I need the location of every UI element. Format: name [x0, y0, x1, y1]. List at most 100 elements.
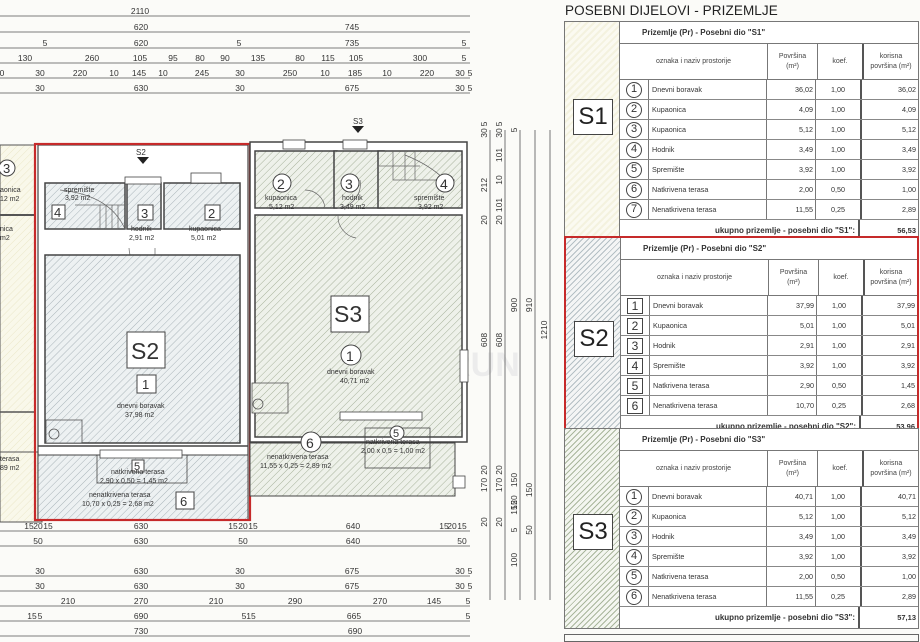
- room-usable-area: 2,89: [902, 205, 916, 214]
- dimension-label: 5: [38, 611, 43, 621]
- room-name: Natkrivena terasa: [649, 180, 767, 199]
- dimension-label: 5: [466, 611, 471, 621]
- room-area: 2,90: [768, 376, 817, 395]
- room-name: Hodnik: [650, 336, 768, 355]
- dimension-label: 630: [134, 581, 148, 591]
- room-name: Kupaonica: [649, 507, 767, 526]
- dimension-label: 220: [420, 68, 434, 78]
- dimension-label: 50: [238, 536, 248, 546]
- dimension-label: 745: [345, 22, 359, 32]
- room-label: kupaonica: [265, 195, 297, 202]
- dimension-label: 5: [466, 596, 471, 606]
- dimension-label: 135: [251, 53, 265, 63]
- room-area: 4,09: [767, 100, 816, 119]
- room-usable-area: 3,92: [901, 361, 915, 370]
- dimension-label: 30: [455, 68, 465, 78]
- dimension-label: 5: [43, 38, 48, 48]
- room-area: 3,92: [768, 356, 817, 375]
- area-tables-panel: POSEBNI DIJELOVI - PRIZEMLJE S1 Prizemlj…: [561, 0, 920, 642]
- col-header-koef: koef.: [819, 260, 865, 295]
- room-number-badge: 6: [627, 397, 643, 414]
- dimension-label: 185: [348, 68, 362, 78]
- room-coefficient: 1,00: [817, 316, 863, 335]
- dimension-label: 30: [35, 68, 45, 78]
- table-row: 5 Natkrivena terasa 2,90 0,50 1,45: [621, 376, 917, 396]
- room-number-badge: 3: [626, 121, 642, 138]
- room-coefficient: 1,00: [817, 296, 863, 315]
- entry-marker-label: S3: [353, 117, 363, 126]
- dimension-label: 30: [455, 566, 465, 576]
- table-row: 5 Natkrivena terasa 2,00 0,50 1,00: [620, 567, 918, 587]
- room-number: 1: [142, 377, 149, 392]
- table-header: oznaka i naziv prostorije Površina(m²) k…: [621, 260, 917, 296]
- dimension-label: 15: [27, 611, 37, 621]
- room-usable-area: 5,12: [902, 125, 916, 134]
- dimension-label: 5: [509, 527, 519, 532]
- dimension-label: 2110: [131, 6, 150, 16]
- room-area: 11,55: [767, 200, 816, 219]
- dimension-label: 15: [24, 521, 34, 531]
- room-name: Spremište: [650, 356, 768, 375]
- dimension-label: 5: [462, 53, 467, 63]
- room-area: 3,92: [767, 547, 816, 566]
- room-usable-area: 3,49: [902, 145, 916, 154]
- floor-plan: ESTRUN 211062074556205735513026010595809…: [0, 6, 551, 637]
- room-number: 3: [141, 206, 148, 221]
- table-row: 1 Dnevni boravak 40,71 1,00 40,71: [620, 487, 918, 507]
- room-usable-area: 1,00: [902, 572, 916, 581]
- room-name: Dnevni boravak: [649, 80, 767, 99]
- dimension-label: 10: [158, 68, 168, 78]
- room-area: 5,12: [767, 507, 816, 526]
- room-label: dnevni boravak: [117, 403, 165, 410]
- room-label: nenatkrivena terasa: [89, 492, 151, 499]
- section-s2: S2 Prizemlje (Pr) - Posebni dio "S2" ozn…: [564, 236, 919, 439]
- dimension-label: 15: [439, 521, 449, 531]
- room-area: 2,00: [767, 567, 816, 586]
- dimension-label: 20: [479, 465, 489, 475]
- room-label: spremište: [414, 195, 444, 202]
- room-usable-area: 5,12: [902, 512, 916, 521]
- dimension-label: 620: [134, 22, 148, 32]
- dimension-label: 105: [133, 53, 147, 63]
- room-area: 12 m2: [0, 196, 20, 203]
- entry-arrow-icon: [137, 157, 149, 164]
- room-usable-area: 2,91: [901, 341, 915, 350]
- total-value: 56,53: [897, 226, 916, 235]
- room-name: Nenatkrivena terasa: [649, 587, 767, 606]
- dimension-label: 608: [479, 333, 489, 347]
- room-area: 2,91: [768, 336, 817, 355]
- dimension-label: 10: [320, 68, 330, 78]
- room-area: m2: [0, 235, 10, 242]
- room-area: 2,91 m2: [129, 235, 154, 242]
- room-coefficient: 0,50: [817, 376, 863, 395]
- dimension-label: 630: [134, 536, 148, 546]
- room-marker: [0, 159, 16, 177]
- table-header: oznaka i naziv prostorije Površina(m²) k…: [620, 451, 918, 487]
- room-number: 5: [393, 428, 399, 440]
- room-coefficient: 0,50: [816, 180, 862, 199]
- entry-arrow-icon: [352, 126, 364, 133]
- room-area: 3,92: [767, 160, 816, 179]
- room-number-badge: 2: [627, 317, 643, 334]
- room-name: Dnevni boravak: [650, 296, 768, 315]
- dimension-label: 5: [237, 38, 242, 48]
- section-side-swatch: S1: [565, 22, 620, 241]
- room-number-badge: 4: [626, 548, 642, 565]
- unit-s3: S3 2 kupaonica 5,12 m2 3 hodnik 3,49 m2 …: [249, 117, 469, 497]
- room-area: 10,70 x 0,25 = 2,68 m2: [82, 501, 154, 508]
- dimension-label: 15: [248, 521, 258, 531]
- room-label: nenatkrivena terasa: [267, 454, 329, 461]
- room-label: kupaonica: [189, 226, 221, 233]
- total-value: 53,96: [896, 422, 915, 431]
- room-name: Nenatkrivena terasa: [649, 200, 767, 219]
- room-coefficient: 1,00: [816, 100, 862, 119]
- room-area: 5,12 m2: [269, 204, 294, 211]
- room-number-badge: 1: [627, 297, 643, 314]
- dimension-label: 105: [349, 53, 363, 63]
- room-coefficient: 1,00: [816, 487, 862, 506]
- dimension-label: 675: [345, 581, 359, 591]
- room-coefficient: 1,00: [816, 160, 862, 179]
- room-usable-area: 2,68: [901, 401, 915, 410]
- dimension-label: 220: [73, 68, 87, 78]
